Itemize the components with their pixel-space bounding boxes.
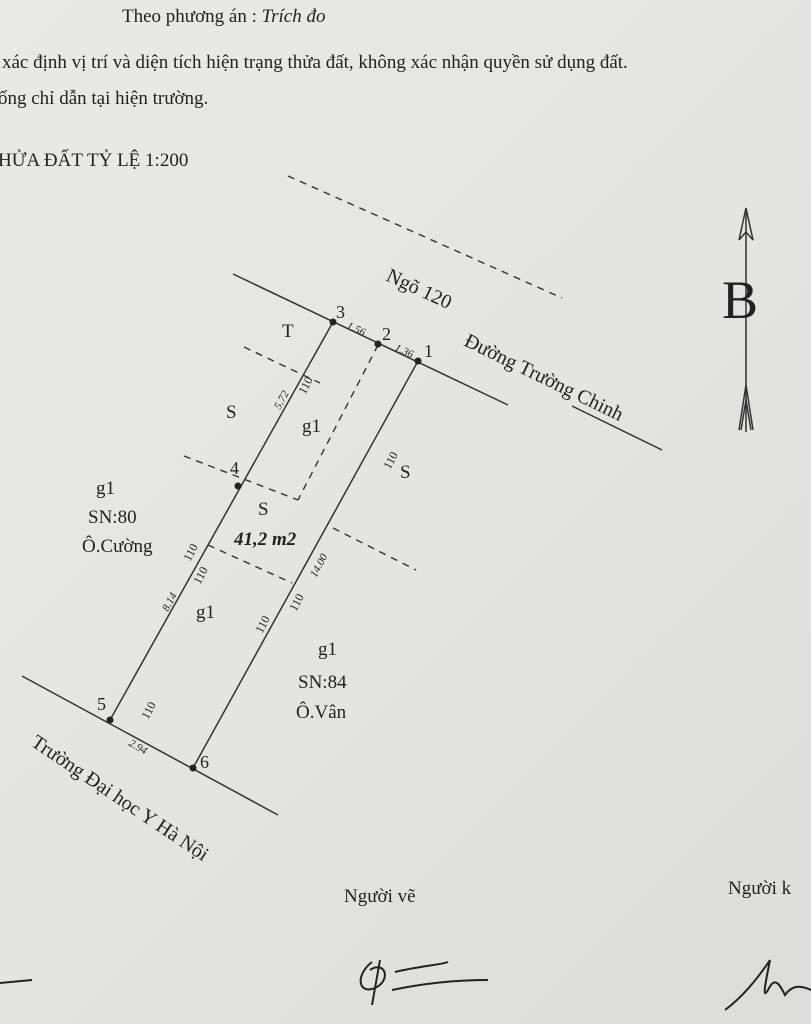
zone-S: S bbox=[226, 402, 237, 423]
west-neighbor-sn: SN:80 bbox=[88, 507, 137, 528]
checker-signature bbox=[724, 959, 811, 1011]
north-arrow-icon bbox=[738, 207, 754, 432]
header-line-2: ống chỉ dẫn tại hiện trường. bbox=[0, 88, 209, 109]
point-4-marker bbox=[234, 482, 242, 490]
road-edge-north bbox=[232, 273, 509, 406]
checker-label: Người k bbox=[728, 878, 792, 899]
point-2-marker bbox=[374, 340, 382, 348]
alley-label: Ngõ 120 bbox=[383, 265, 455, 314]
east-neighbor-sn: SN:84 bbox=[298, 672, 347, 693]
zone-S: S bbox=[258, 499, 269, 520]
east-neighbor-owner: Ô.Vân bbox=[296, 701, 347, 723]
road-edge-south bbox=[21, 675, 279, 816]
point-5-label: 5 bbox=[97, 694, 106, 714]
zone-S: S bbox=[400, 462, 411, 483]
point-3-label: 3 bbox=[336, 302, 345, 322]
dim-5-6: 2.94 bbox=[127, 737, 150, 757]
tick-label: 110 bbox=[180, 541, 201, 563]
method-label-text: Theo phương án : bbox=[122, 6, 257, 27]
main-road-label: Đường Trường Chinh bbox=[461, 330, 627, 426]
tick-label: 110 bbox=[295, 374, 316, 396]
point-5-marker bbox=[106, 716, 114, 724]
plot-area: 41,2 m2 bbox=[233, 529, 297, 550]
south-road-label: Trường Đại học Y Hà Nội bbox=[27, 731, 213, 866]
point-4-label: 4 bbox=[230, 458, 239, 478]
alley-dashed-line bbox=[287, 175, 563, 299]
point-6-marker bbox=[189, 764, 197, 772]
tick-label: 110 bbox=[190, 564, 211, 586]
tick-label: 110 bbox=[380, 449, 401, 471]
drawer-label: Người vẽ bbox=[344, 886, 416, 907]
scale-title: HỬA ĐẤT TỶ LỆ 1:200 bbox=[0, 150, 189, 171]
dashed-boundary bbox=[243, 346, 321, 384]
dashed-boundary bbox=[332, 527, 417, 571]
dashed-boundary bbox=[183, 455, 299, 501]
point-1-marker bbox=[414, 357, 422, 365]
dim-1-6: 14.00 bbox=[308, 551, 330, 579]
west-neighbor-type: g1 bbox=[96, 478, 115, 499]
tick-label: 110 bbox=[138, 699, 159, 721]
drawer-signature bbox=[359, 959, 489, 1006]
plot-boundary-3-5 bbox=[109, 321, 334, 721]
dashed-boundary bbox=[207, 544, 293, 584]
zone-g1: g1 bbox=[302, 416, 321, 437]
zone-T: T bbox=[282, 321, 294, 342]
point-1-label: 1 bbox=[424, 341, 433, 361]
method-value: Trích đo bbox=[261, 6, 326, 27]
method-label: Theo phương án : Trích đo bbox=[122, 6, 325, 28]
north-label: B bbox=[722, 270, 758, 330]
signature-fragment bbox=[0, 979, 33, 984]
plot-boundary-1-6 bbox=[192, 360, 419, 769]
point-3-marker bbox=[329, 318, 337, 326]
point-2-label: 2 bbox=[382, 324, 391, 344]
dashed-boundary bbox=[297, 344, 379, 501]
tick-label: 110 bbox=[252, 613, 273, 635]
dim-2-1: 1.36 bbox=[393, 342, 416, 361]
point-6-label: 6 bbox=[200, 752, 209, 772]
main-road-arrow bbox=[571, 405, 663, 451]
zone-g1: g1 bbox=[196, 602, 215, 623]
west-neighbor-owner: Ô.Cường bbox=[82, 535, 153, 557]
east-neighbor-type: g1 bbox=[318, 639, 337, 660]
header-line-1: xác định vị trí và diện tích hiện trạng … bbox=[2, 52, 628, 73]
